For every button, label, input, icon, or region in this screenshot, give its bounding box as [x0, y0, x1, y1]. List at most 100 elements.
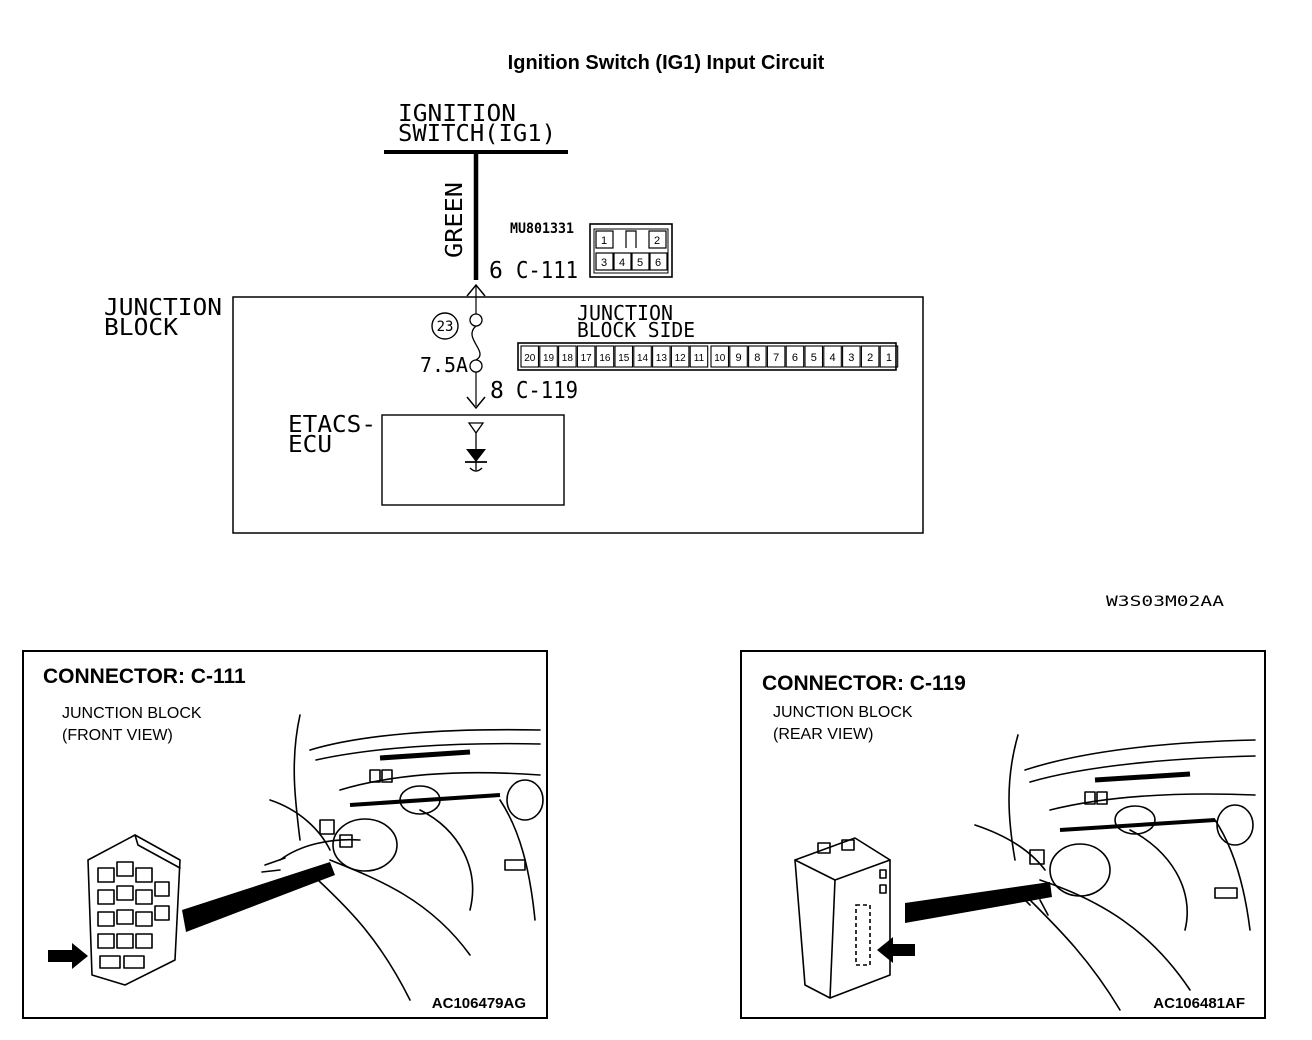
jb-side-pin-9: [729, 345, 748, 368]
jb-side-pin-label-20: 20: [524, 353, 536, 364]
dashboard-illustration: [261, 714, 544, 1001]
jb-side-pin-label-17: 17: [581, 353, 593, 364]
jb-side-pin-10: [710, 345, 730, 368]
panel-code: AC106481AF: [1153, 995, 1245, 1012]
c111-pin-5: [631, 252, 650, 271]
jb-side-pin-18: [558, 345, 577, 368]
jb-side-pin-label-19: 19: [543, 353, 555, 364]
jb-side-pin-12: [670, 345, 690, 368]
c119-connector-symbol: [466, 396, 486, 410]
ground-icon: [469, 462, 483, 472]
diagram-title: Ignition Switch (IG1) Input Circuit: [508, 52, 825, 74]
jb-side-pin-label-4: 4: [829, 352, 835, 364]
jb-side-pin-label-16: 16: [599, 353, 611, 364]
panel-frame: [740, 650, 1266, 1019]
c111-pin-6: [649, 252, 668, 271]
dashboard-illustration: [974, 734, 1256, 1011]
jb-side-pin-label-9: 9: [735, 352, 741, 364]
junction-block-side-label-line2: BLOCK SIDE: [577, 318, 695, 342]
etacs-ecu-input-diode: [465, 422, 487, 472]
junction-block-label-line1: JUNCTION: [104, 295, 222, 321]
c111-part-number: MU801331: [510, 221, 574, 237]
fuse-23: 23 7.5A: [420, 312, 483, 377]
junction-block-side-connector-shell: [517, 342, 897, 371]
jb-side-pin-label-14: 14: [637, 353, 649, 364]
ecu-input-terminal: [467, 422, 485, 435]
ignition-switch-label-line2: SWITCH(IG1): [398, 121, 556, 147]
c111-pin-2: [648, 230, 667, 249]
c111-pin-2-label: 2: [654, 235, 660, 247]
fuse-element: [471, 325, 481, 361]
jb-side-pin-7: [766, 345, 786, 368]
c111-pin-6-label: 6: [655, 257, 661, 269]
panel-code: AC106479AG: [432, 995, 526, 1012]
fuse-terminal-top: [469, 313, 483, 327]
connector-panel-c111: CONNECTOR: C-111 JUNCTION BLOCK (FRONT V…: [22, 650, 548, 1019]
junction-block-outline: [232, 296, 924, 534]
jb-side-pin-2: [860, 345, 880, 368]
fuse-number-badge: [431, 312, 459, 340]
c111-pin-1-label: 1: [601, 235, 607, 247]
fuse-rating: 7.5A: [420, 353, 468, 377]
jb-side-pin-label-11: 11: [694, 353, 705, 364]
jb-side-pin-13: [652, 345, 671, 368]
panel-heading: CONNECTOR: C-111: [43, 665, 246, 688]
c111-connector-face: 1 2 3 4 5 6: [589, 223, 673, 278]
c111-pin-4: [613, 252, 632, 271]
junction-block-front-illustration: [87, 834, 181, 986]
diagram-code: W3S03M02AA: [1106, 594, 1225, 610]
fuse-number: 23: [437, 319, 454, 335]
arrow-icon: [48, 943, 88, 969]
c111-pin-4-label: 4: [619, 257, 625, 269]
jb-side-pin-label-13: 13: [656, 353, 668, 364]
jb-side-pin-5: [804, 345, 824, 368]
panel-subtitle-line2: (REAR VIEW): [773, 726, 873, 743]
c111-pin-3: [595, 252, 614, 271]
jb-side-pin-label-7: 7: [773, 352, 779, 364]
jb-side-pin-4: [823, 345, 842, 368]
jb-side-pin-17: [576, 345, 596, 368]
jb-side-pin-label-8: 8: [754, 352, 760, 364]
ignition-switch-label-line1: IGNITION: [398, 101, 516, 127]
c119-connector-id: C-119: [516, 378, 578, 404]
junction-block-side-label-line1: JUNCTION: [577, 301, 673, 325]
etacs-ecu-box: [381, 414, 565, 506]
jb-side-pin-15: [614, 345, 634, 368]
pointer-wedge: [905, 882, 1052, 923]
ignition-switch: IGNITION SWITCH(IG1): [384, 101, 568, 154]
diode-icon: [466, 449, 486, 462]
c111-pin-number: 6: [489, 258, 503, 284]
c111-key-slot: [625, 230, 637, 248]
c111-pin-3-label: 3: [601, 257, 607, 269]
jb-side-pin-11: [689, 345, 709, 368]
jb-side-pin-label-1: 1: [886, 352, 892, 364]
jb-side-pin-label-15: 15: [618, 353, 630, 364]
jb-side-pin-14: [633, 345, 652, 368]
jb-side-pin-label-3: 3: [848, 352, 854, 364]
etacs-ecu-label-line2: ECU: [288, 432, 332, 458]
jb-side-pin-19: [539, 345, 558, 368]
panel-heading: CONNECTOR: C-119: [762, 672, 966, 695]
arrow-icon: [877, 937, 915, 963]
jb-side-pin-label-2: 2: [867, 352, 873, 364]
jb-side-pin-16: [595, 345, 615, 368]
fuse-terminal-bottom: [469, 359, 483, 373]
junction-block-rear-illustration: [794, 837, 891, 999]
junction-block-label-line2: BLOCK: [104, 315, 178, 341]
etacs-ecu-label-line1: ETACS-: [288, 412, 376, 438]
jb-side-pin-label-18: 18: [562, 353, 574, 364]
jb-side-pin-label-5: 5: [811, 352, 817, 364]
connector-panel-c119: CONNECTOR: C-119 JUNCTION BLOCK (REAR VI…: [740, 650, 1266, 1019]
jb-side-pin-8: [748, 345, 767, 368]
panel-subtitle-line2: (FRONT VIEW): [62, 727, 173, 744]
jb-side-pin-label-12: 12: [675, 353, 687, 364]
jb-side-pin-6: [785, 345, 805, 368]
c111-pin-5-label: 5: [637, 257, 643, 269]
panel-subtitle-line1: JUNCTION BLOCK: [773, 704, 913, 721]
jb-side-pin-20: [520, 345, 540, 368]
wire-color-label: GREEN: [442, 182, 468, 258]
c111-pin-1: [595, 230, 614, 249]
panel-subtitle-line1: JUNCTION BLOCK: [62, 705, 202, 722]
jb-side-pin-3: [842, 345, 861, 368]
panel-frame: [22, 650, 548, 1019]
